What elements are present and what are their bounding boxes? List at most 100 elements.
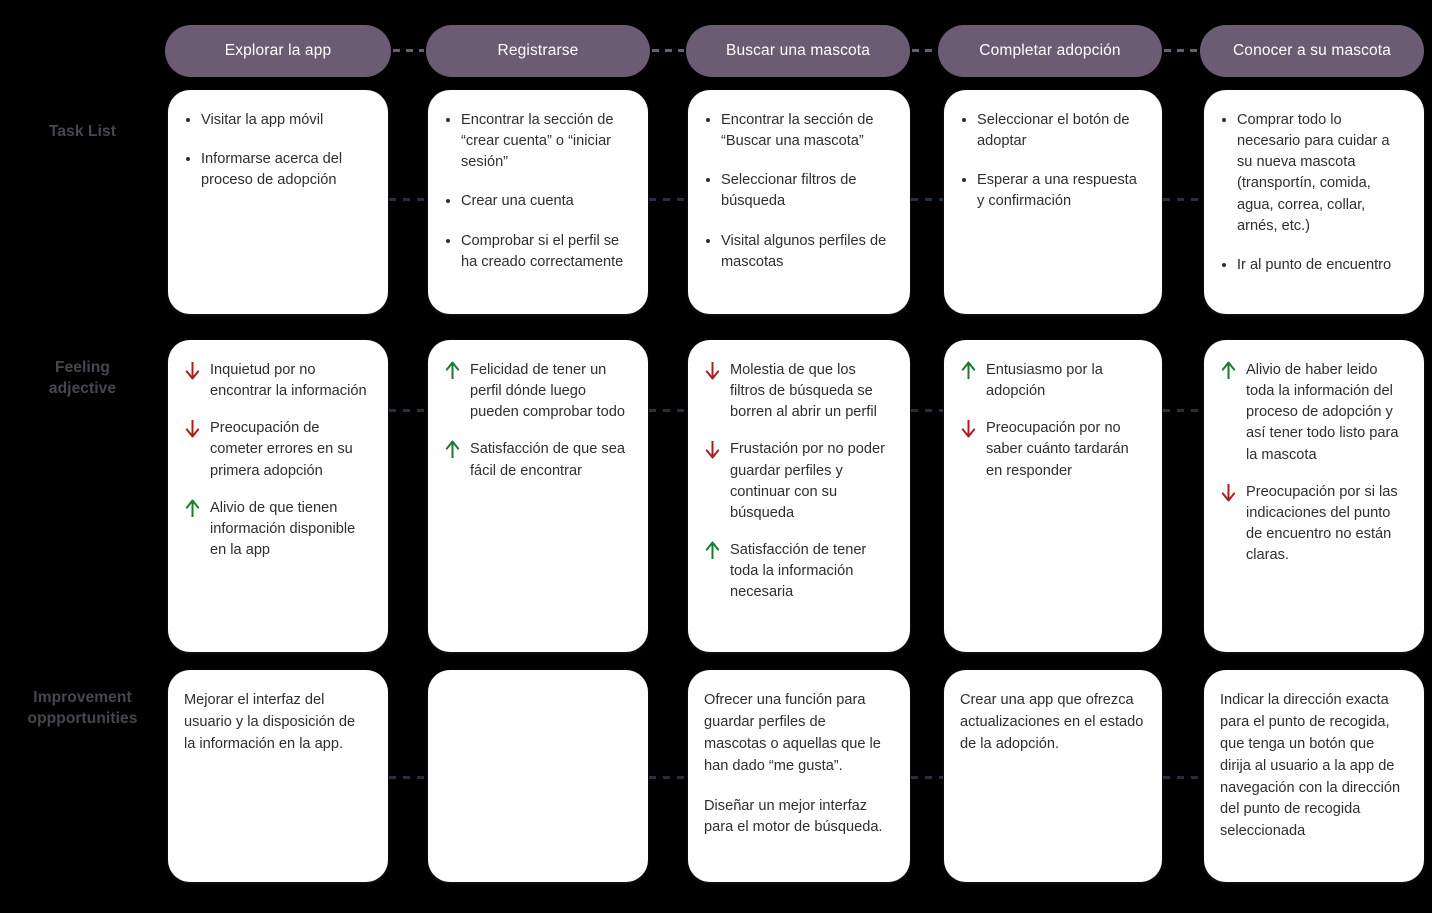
bullet-dot-icon bbox=[446, 199, 450, 204]
bullet-dot-icon bbox=[1222, 262, 1226, 267]
arrow-up-icon bbox=[704, 541, 721, 560]
card-connector-row3-col1 bbox=[389, 776, 427, 779]
card-content: Felicidad de tener un perfil dónde luego… bbox=[428, 340, 648, 496]
card-content: Alivio de haber leido toda la informació… bbox=[1204, 340, 1424, 580]
card-connector-row3-col2 bbox=[649, 776, 687, 779]
task-text: Seleccionar filtros de búsqueda bbox=[721, 172, 857, 210]
task-list-card-3[interactable]: Encontrar la sección de “Buscar una masc… bbox=[688, 90, 910, 314]
task-list-card-5[interactable]: Comprar todo lo necesario para cuidar a … bbox=[1204, 90, 1424, 314]
improvement-card-1[interactable]: Mejorar el interfaz del usuario y la dis… bbox=[168, 670, 388, 882]
stage-header-label: Conocer a su mascota bbox=[1232, 42, 1392, 59]
feeling-list-item: Preocupación por no saber cuánto tardará… bbox=[960, 418, 1144, 481]
bullet-dot-icon bbox=[962, 118, 966, 122]
improvement-list: Mejorar el interfaz del usuario y la dis… bbox=[184, 690, 370, 756]
stage-header-pill-2[interactable]: Registrarse bbox=[426, 25, 650, 77]
task-list-item: Encontrar la sección de “crear cuenta” o… bbox=[444, 110, 630, 173]
improvement-list: Ofrecer una función para guardar perfile… bbox=[704, 690, 892, 839]
improvement-paragraph: Diseñar un mejor interfaz para el motor … bbox=[704, 797, 883, 836]
improvement-card-2[interactable] bbox=[428, 670, 648, 882]
task-text: Comprobar si el perfil se ha creado corr… bbox=[461, 232, 624, 270]
feeling-list-item: Preocupación de cometer errores en su pr… bbox=[184, 418, 370, 481]
card-content: Mejorar el interfaz del usuario y la dis… bbox=[168, 670, 388, 770]
card-content: Comprar todo lo necesario para cuidar a … bbox=[1204, 90, 1424, 290]
feeling-text: Frustación por no poder guardar perfiles… bbox=[730, 441, 885, 521]
task-text: Seleccionar el botón de adoptar bbox=[977, 112, 1130, 150]
feeling-card-1[interactable]: Inquietud por no encontrar la informació… bbox=[168, 340, 388, 652]
feeling-card-2[interactable]: Felicidad de tener un perfil dónde luego… bbox=[428, 340, 648, 652]
feeling-card-5[interactable]: Alivio de haber leido toda la informació… bbox=[1204, 340, 1424, 652]
feeling-list: Inquietud por no encontrar la informació… bbox=[184, 360, 370, 561]
arrow-up-icon bbox=[1220, 361, 1237, 380]
card-connector-row1-col2 bbox=[649, 198, 687, 201]
bullet-dot-icon bbox=[706, 238, 710, 243]
task-list-card-2[interactable]: Encontrar la sección de “crear cuenta” o… bbox=[428, 90, 648, 314]
pill-connector-4 bbox=[1164, 49, 1198, 52]
card-connector-row1-col3 bbox=[911, 198, 943, 201]
feeling-text: Preocupación por no saber cuánto tardará… bbox=[986, 420, 1129, 479]
task-list-item: Comprobar si el perfil se ha creado corr… bbox=[444, 231, 630, 273]
feeling-card-3[interactable]: Molestia de que los filtros de búsqueda … bbox=[688, 340, 910, 652]
card-connector-row2-col4 bbox=[1163, 409, 1203, 412]
stage-header-label: Registrarse bbox=[497, 42, 579, 59]
feeling-list-item: Satisfacción de que sea fácil de encontr… bbox=[444, 439, 630, 481]
stage-header-label: Buscar una mascota bbox=[726, 42, 870, 59]
bullet-dot-icon bbox=[186, 157, 190, 162]
task-list-item: Visitar la app móvil bbox=[184, 110, 370, 131]
row-label-feeling-adjective: Feeling adjective bbox=[48, 359, 117, 397]
task-list-item: Ir al punto de encuentro bbox=[1220, 255, 1406, 276]
arrow-up-icon bbox=[960, 361, 977, 380]
card-content: Indicar la dirección exacta para el punt… bbox=[1204, 670, 1424, 857]
card-connector-row1-col1 bbox=[389, 198, 427, 201]
arrow-down-icon bbox=[184, 361, 201, 380]
feeling-text: Felicidad de tener un perfil dónde luego… bbox=[470, 362, 625, 421]
task-list-item: Informarse acerca del proceso de adopció… bbox=[184, 149, 370, 191]
improvement-card-3[interactable]: Ofrecer una función para guardar perfile… bbox=[688, 670, 910, 882]
card-content: Molestia de que los filtros de búsqueda … bbox=[688, 340, 910, 618]
improvement-card-5[interactable]: Indicar la dirección exacta para el punt… bbox=[1204, 670, 1424, 882]
improvement-paragraph: Ofrecer una función para guardar perfile… bbox=[704, 692, 881, 774]
stage-header-pill-4[interactable]: Completar adopción bbox=[938, 25, 1162, 77]
pill-connector-1 bbox=[393, 49, 424, 52]
stage-header-pill-1[interactable]: Explorar la app bbox=[165, 25, 391, 77]
arrow-down-icon bbox=[704, 440, 721, 459]
feeling-list: Felicidad de tener un perfil dónde luego… bbox=[444, 360, 630, 482]
card-content: Encontrar la sección de “Buscar una masc… bbox=[688, 90, 910, 287]
card-connector-row1-col4 bbox=[1163, 198, 1203, 201]
feeling-list: Molestia de que los filtros de búsqueda … bbox=[704, 360, 892, 604]
arrow-down-icon bbox=[184, 419, 201, 438]
arrow-down-icon bbox=[960, 419, 977, 438]
card-connector-row3-col3 bbox=[911, 776, 943, 779]
feeling-list-item: Alivio de haber leido toda la informació… bbox=[1220, 360, 1406, 466]
improvement-paragraph: Mejorar el interfaz del usuario y la dis… bbox=[184, 692, 356, 752]
card-content: Encontrar la sección de “crear cuenta” o… bbox=[428, 90, 648, 287]
arrow-up-icon bbox=[444, 440, 461, 459]
improvement-card-4[interactable]: Crear una app que ofrezca actualizacione… bbox=[944, 670, 1162, 882]
task-text: Visitar la app móvil bbox=[201, 112, 324, 128]
arrow-up-icon bbox=[444, 361, 461, 380]
card-connector-row3-col4 bbox=[1163, 776, 1203, 779]
feeling-text: Inquietud por no encontrar la informació… bbox=[210, 362, 367, 400]
card-content: Ofrecer una función para guardar perfile… bbox=[688, 670, 910, 853]
card-connector-row2-col3 bbox=[911, 409, 943, 412]
task-text: Esperar a una respuesta y confirmación bbox=[977, 172, 1137, 210]
feeling-text: Alivio de que tienen información disponi… bbox=[210, 499, 356, 559]
feeling-text: Entusiasmo por la adopción bbox=[986, 362, 1103, 400]
feeling-list-item: Frustación por no poder guardar perfiles… bbox=[704, 439, 892, 524]
task-text: Ir al punto de encuentro bbox=[1237, 256, 1392, 273]
stage-header-pill-3[interactable]: Buscar una mascota bbox=[686, 25, 910, 77]
task-text: Informarse acerca del proceso de adopció… bbox=[201, 151, 343, 189]
row-label-task-list: Task List bbox=[49, 123, 116, 140]
feeling-text: Preocupación de cometer errores en su pr… bbox=[210, 420, 353, 479]
stage-header-pill-5[interactable]: Conocer a su mascota bbox=[1200, 25, 1424, 77]
arrow-down-icon bbox=[704, 361, 721, 380]
